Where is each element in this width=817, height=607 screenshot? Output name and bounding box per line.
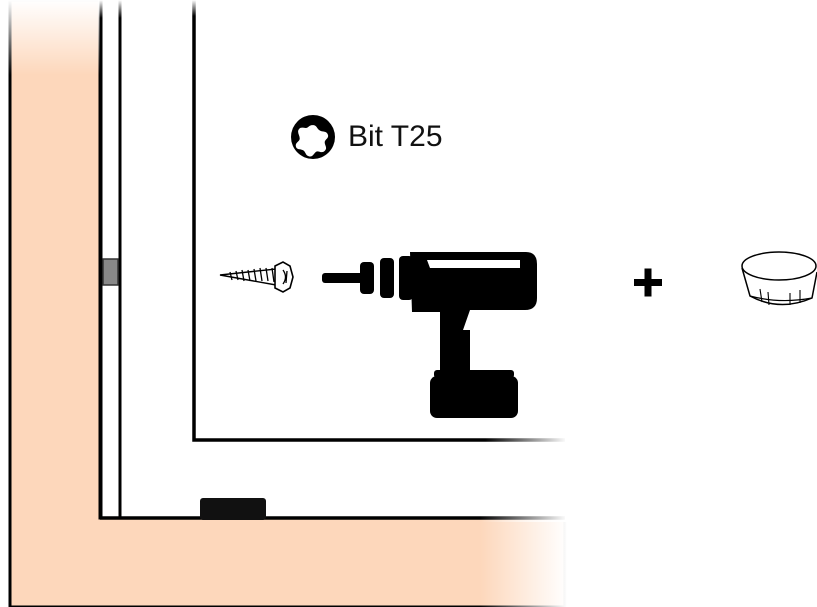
plus-icon: [634, 268, 662, 297]
frame-top-fade: [190, 0, 198, 16]
frame-right-fade: [485, 436, 567, 444]
cordless-drill-icon: [322, 252, 537, 418]
cabinet-frame: [192, 0, 565, 442]
bit-size-label: Bit T25: [348, 120, 443, 153]
foot-block: [200, 498, 266, 520]
cover-cap-icon: [741, 251, 817, 306]
torx-bit-icon: [291, 115, 335, 159]
floor-line-fade: [480, 514, 567, 522]
panel-top-fade: [98, 0, 124, 18]
floor-right-fade: [480, 516, 567, 607]
wall-top-fade: [8, 0, 102, 75]
wall-bracket: [102, 258, 119, 286]
screw-icon: [219, 261, 294, 293]
